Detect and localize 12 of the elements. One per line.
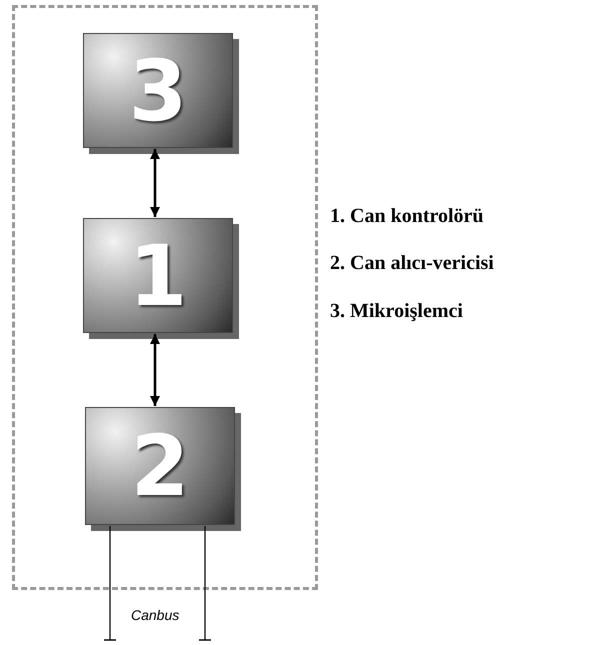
legend-text: 3. Mikroişlemci — [330, 300, 463, 323]
dashed-boundary — [12, 5, 318, 590]
bus-line — [103, 526, 117, 641]
legend-text: 2. Can alıcı-vericisi — [330, 252, 494, 275]
double-arrow — [150, 334, 160, 406]
block-number: 2 — [130, 424, 190, 508]
block-number: 1 — [128, 234, 188, 318]
bus-label: Canbus — [131, 607, 180, 623]
block-number: 3 — [128, 48, 188, 132]
bus-line — [198, 526, 212, 641]
legend-text: 1. Can kontrolörü — [330, 205, 484, 228]
double-arrow — [150, 149, 160, 217]
